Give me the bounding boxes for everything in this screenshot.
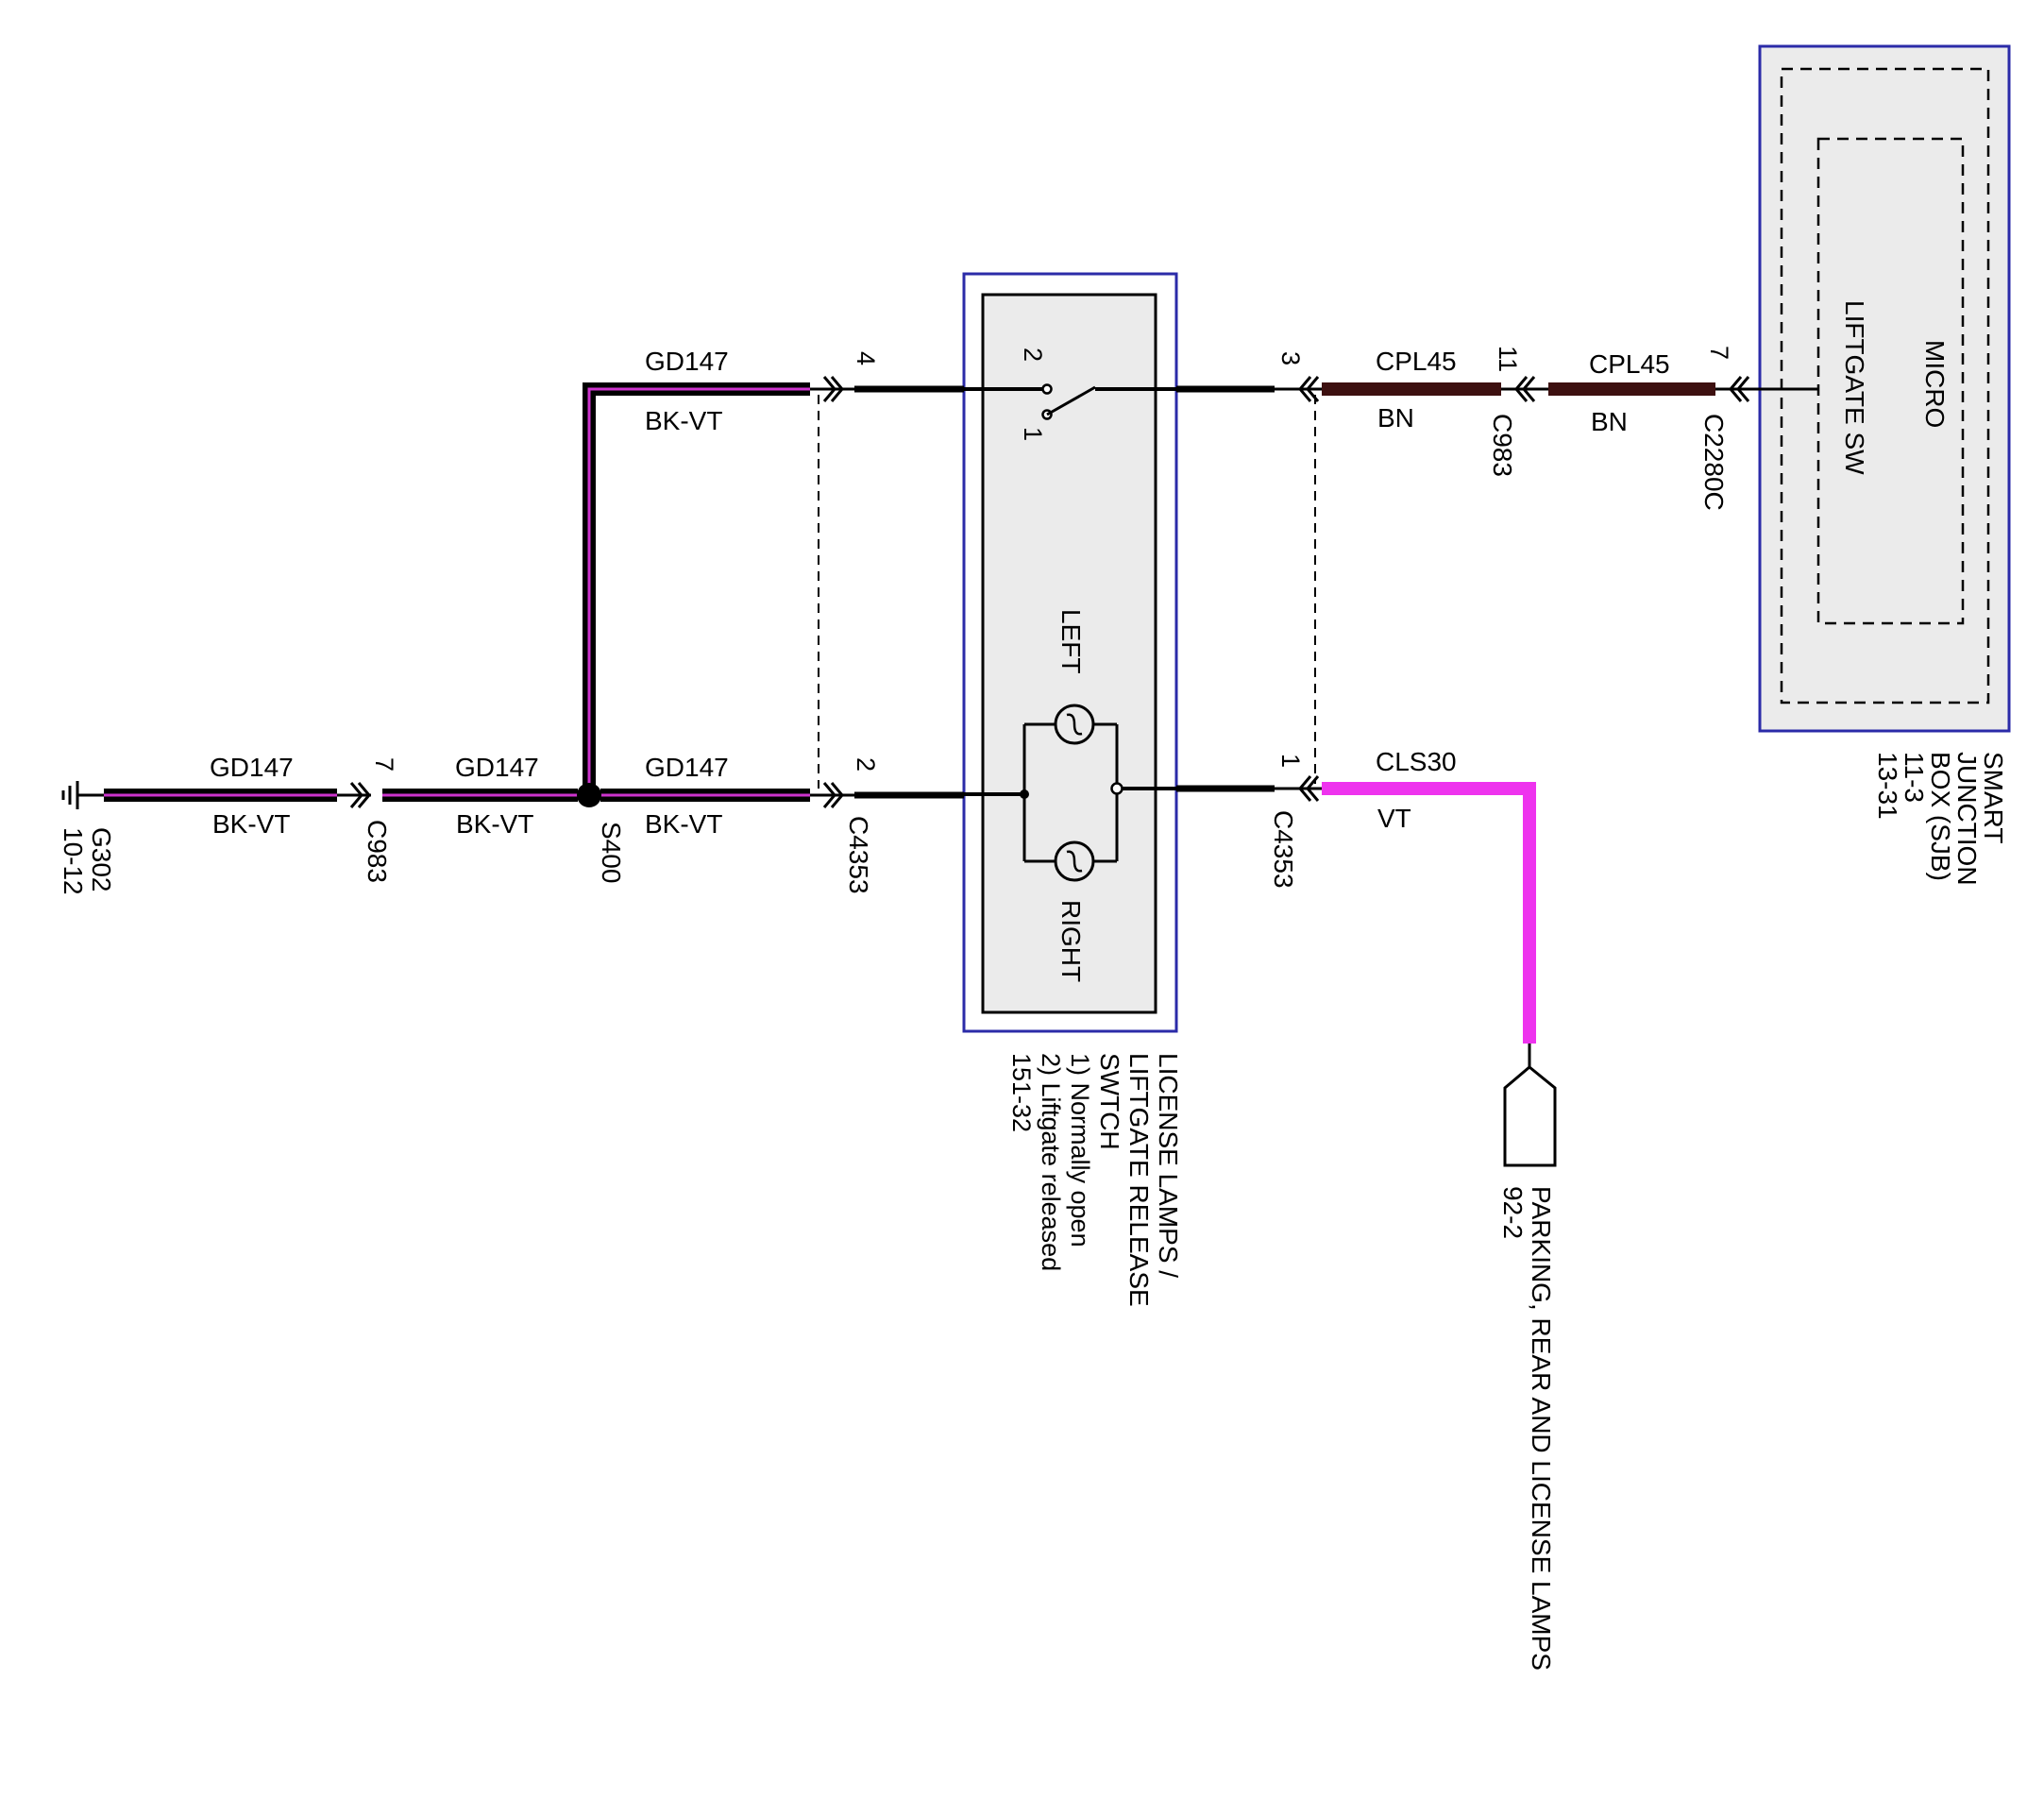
sjb-caption-5: 13-31 xyxy=(1873,752,1902,820)
ground-ref: 10-12 xyxy=(59,827,88,895)
c4353-right-bottom-name: C4353 xyxy=(1269,810,1298,889)
sjb-caption-2: JUNCTION xyxy=(1952,752,1982,886)
switch-pin-1-label: 1 xyxy=(1019,427,1047,441)
connector-chevron-icon xyxy=(1501,376,1548,402)
switch-caption-5: 2) Liftgate released xyxy=(1037,1053,1065,1271)
c983-top-name: C983 xyxy=(1488,414,1517,477)
switch-caption-2: LIFTGATE RELEASE xyxy=(1124,1053,1154,1307)
splice-dot-icon xyxy=(577,783,601,807)
wire-gd147-label-2: GD147 xyxy=(455,753,539,782)
sjb-caption-1: SMART xyxy=(1979,752,2008,844)
offpage-ref: 92-2 xyxy=(1498,1186,1528,1239)
connector-chevron-icon xyxy=(337,782,371,808)
ground-icon xyxy=(61,781,79,809)
wire-bkvt-label-1: BK-VT xyxy=(212,809,290,839)
switch-component-inner-box xyxy=(981,293,1157,1014)
wire-cpl45-label-2: CPL45 xyxy=(1589,349,1670,379)
splice-name: S400 xyxy=(597,822,626,883)
micro-label: MICRO xyxy=(1920,340,1950,428)
wire-gd147-label-3: GD147 xyxy=(645,347,729,376)
lamp-icon xyxy=(1054,840,1095,882)
lamp-icon xyxy=(1054,704,1095,745)
lamp-right-label: RIGHT xyxy=(1056,900,1086,982)
switch-caption-1: LICENSE LAMPS / xyxy=(1154,1053,1183,1278)
c4353-left-bottom-name: C4353 xyxy=(844,816,873,894)
wire-bn-label-2: BN xyxy=(1591,407,1628,436)
lamp-left-label: LEFT xyxy=(1056,609,1086,673)
wire-bkvt-label-2: BK-VT xyxy=(456,809,533,839)
connector-chevron-icon xyxy=(1715,376,1818,402)
wire-gd147-s400-top-segment xyxy=(583,382,810,795)
wire-gd147-label-4: GD147 xyxy=(645,753,729,782)
switch-icon xyxy=(964,383,1176,420)
wire-bkvt-label-3: BK-VT xyxy=(645,406,722,435)
c2280c-name: C2280C xyxy=(1699,414,1729,511)
switch-caption-3: SWTCH xyxy=(1095,1053,1124,1150)
wire-gd147-label-1: GD147 xyxy=(210,753,294,782)
connector-chevron-icon xyxy=(810,782,964,808)
lamp-circuit xyxy=(964,722,1176,863)
wire-cpl45-label-1: CPL45 xyxy=(1376,347,1457,376)
c983-top-pin: 11 xyxy=(1494,346,1522,372)
connector-chevron-icon xyxy=(1176,376,1322,402)
sjb-caption-4: 11-3 xyxy=(1900,752,1929,803)
c983-ground-name: C983 xyxy=(363,820,392,883)
liftgate-sw-label: LIFTGATE SW xyxy=(1840,300,1869,475)
micro-dashed-box xyxy=(1816,137,1965,625)
switch-caption-6: 151-32 xyxy=(1007,1053,1036,1132)
connector-chevron-icon xyxy=(810,376,964,402)
c4353-left-bottom-pin: 2 xyxy=(852,757,880,772)
offpage-arrow-icon xyxy=(1503,1065,1557,1167)
wire-cls30-label: CLS30 xyxy=(1376,747,1457,776)
license-lamp-liftgate-switch: 2 1 LEFT RIGHT xyxy=(962,272,1178,1033)
c4353-right-bottom-pin: 1 xyxy=(1276,754,1305,768)
connector-chevron-icon xyxy=(1176,775,1322,802)
wire-vt-label: VT xyxy=(1377,804,1411,833)
ground-name: G302 xyxy=(87,827,116,892)
c983-ground-pin: 7 xyxy=(370,757,398,772)
c4353-left-top-pin: 4 xyxy=(852,351,880,365)
switch-caption-4: 1) Normally open xyxy=(1066,1053,1094,1247)
sjb-caption-3: BOX (SJB) xyxy=(1926,752,1955,881)
c2280c-pin: 7 xyxy=(1705,346,1733,360)
sjb-dashed-box xyxy=(1780,67,1990,704)
c4353-right-top-pin: 3 xyxy=(1276,351,1305,365)
offpage-label: PARKING, REAR AND LICENSE LAMPS xyxy=(1527,1186,1556,1671)
wire-bkvt-label-4: BK-VT xyxy=(645,809,722,839)
wire-bn-label-1: BN xyxy=(1377,403,1414,433)
wire-cls30-vt xyxy=(1322,782,1536,1044)
switch-pin-2-label: 2 xyxy=(1019,348,1047,362)
